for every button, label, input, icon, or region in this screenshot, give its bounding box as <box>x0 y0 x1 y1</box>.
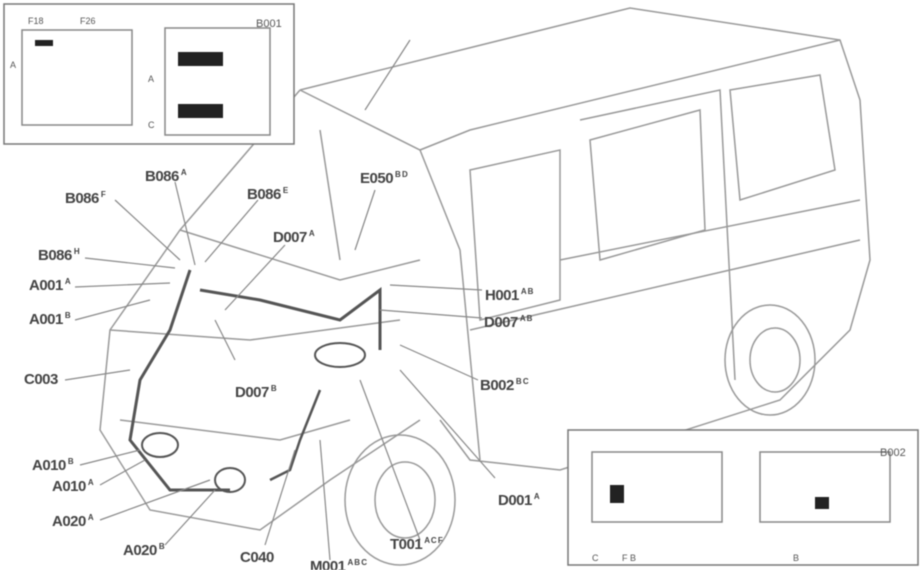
callout-code: E050 <box>360 170 394 187</box>
callout-pin: B <box>158 542 165 551</box>
callout-code: A020 <box>52 513 86 530</box>
callout-pin: B <box>64 311 71 320</box>
callout-pin: A <box>308 229 315 238</box>
callout-pin: A B <box>519 314 532 323</box>
inset-label: A <box>148 74 155 84</box>
callout-code: C003 <box>24 371 58 388</box>
callout-pin: A <box>87 478 94 487</box>
callout-pin: B <box>270 384 277 393</box>
callout-code: B086 <box>65 190 99 207</box>
callout-pin: E <box>282 186 288 195</box>
inset-label: F26 <box>80 16 96 26</box>
callout-pin: B D <box>395 170 408 179</box>
callout-code: A010 <box>32 457 66 474</box>
callout-label: C003 <box>24 371 58 388</box>
callout-code: B086 <box>247 186 281 203</box>
callout-pin: H <box>73 247 80 256</box>
callout-code: B002 <box>480 377 514 394</box>
callout-code: T001 <box>390 536 423 553</box>
callout-code: B086 <box>145 168 179 185</box>
callout-pin: A <box>87 513 94 522</box>
inset-label: F18 <box>28 16 44 26</box>
callout-pin: A B <box>520 287 533 296</box>
callout-code: D001 <box>498 492 532 509</box>
inset-label: A <box>10 60 17 70</box>
callout-pin: B C <box>515 377 529 386</box>
callout-pin: B <box>67 457 74 466</box>
callout-label: C040 <box>240 549 274 566</box>
callout-code: D007 <box>273 229 307 246</box>
callout-pin: A B C <box>347 558 367 567</box>
callout-code: C040 <box>240 549 274 566</box>
callout-code: D007 <box>235 384 269 401</box>
inset-label: C <box>592 553 599 563</box>
callout-pin: A C F <box>424 536 443 545</box>
callout-code: A001 <box>29 277 63 294</box>
inset-label: B002 <box>880 447 906 459</box>
inset-label: C <box>148 120 155 130</box>
callout-code: H001 <box>485 287 519 304</box>
inset-label: B001 <box>256 18 282 30</box>
callout-pin: F <box>100 190 106 199</box>
callout-code: B086 <box>38 247 72 264</box>
callout-pin: A <box>64 277 71 286</box>
callout-code: A010 <box>52 478 86 495</box>
callout-code: M001 <box>310 558 346 570</box>
callout-pin: A <box>180 168 187 177</box>
callout-code: A001 <box>29 311 63 328</box>
callout-code: D007 <box>484 314 518 331</box>
callout-pin: A <box>533 492 540 501</box>
callout-code: A020 <box>123 542 157 559</box>
inset-label: F B <box>622 553 637 563</box>
inset-label: B <box>793 553 800 563</box>
